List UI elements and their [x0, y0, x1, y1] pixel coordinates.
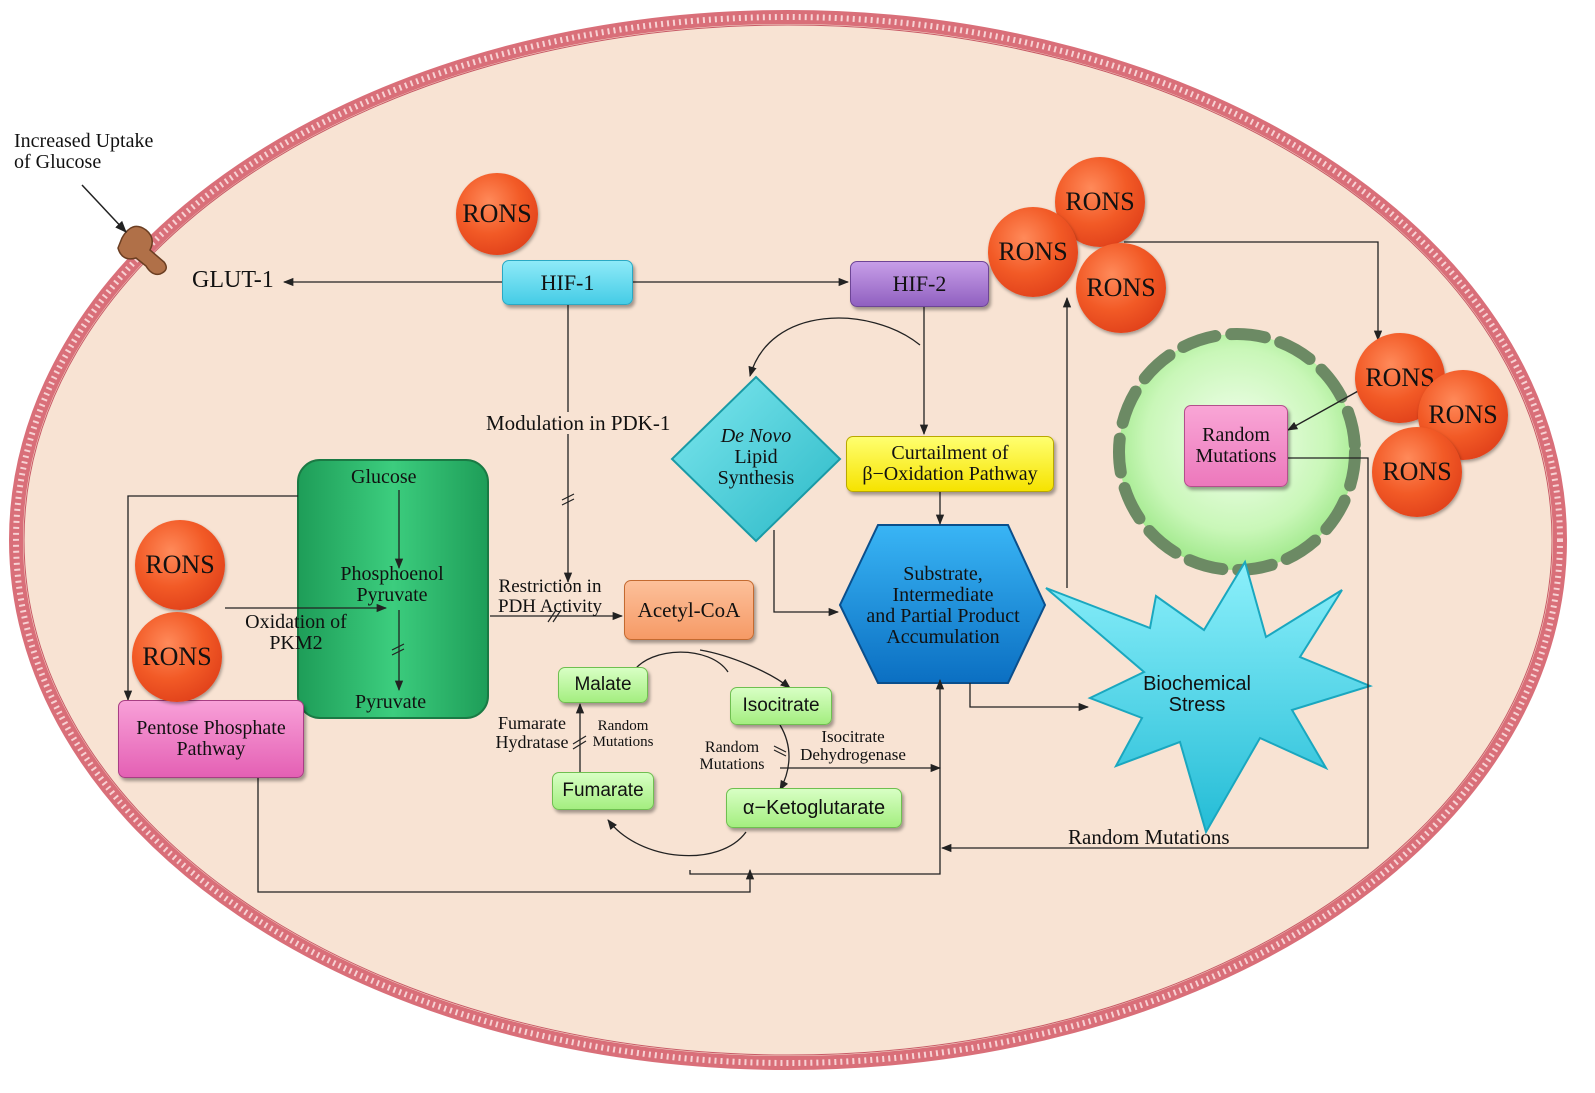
random-mutations-bottom-label: Random Mutations — [1068, 825, 1230, 849]
phosphoenol-label: Phosphoenol Pyruvate — [340, 563, 444, 606]
rons-glycolysis-bottom: RONS — [132, 612, 222, 702]
biochemical-stress-label: Biochemical Stress — [1143, 673, 1251, 716]
de-novo-italic: De Novo — [720, 425, 792, 447]
modulation-pdk1-label: Modulation in PDK-1 — [484, 411, 673, 435]
rons-nucleus-bottom: RONS — [1372, 427, 1462, 517]
random-mutations-nucleus-box: Random Mutations — [1184, 405, 1288, 487]
fumarate-hydratase-label: Fumarate Hydratase — [495, 713, 569, 752]
de-novo-diamond — [670, 375, 842, 543]
connectors — [123, 241, 1383, 893]
glycolysis-box — [297, 459, 489, 719]
pentose-box: Pentose Phosphate Pathway — [118, 700, 304, 778]
isocitrate-box: Isocitrate — [730, 687, 832, 725]
acetyl-coa-box: Acetyl-CoA — [624, 580, 754, 640]
pyruvate-label: Pyruvate — [355, 691, 427, 713]
hif1-box: HIF-1 — [502, 260, 633, 305]
glucose-label: Glucose — [351, 466, 417, 488]
oxidation-pkm2-label: Oxidation of PKM2 — [245, 611, 347, 654]
glucose-transporter-icon — [117, 225, 167, 276]
isocitrate-dehydrogenase-label: Isocitrate Dehydrogenase — [800, 727, 906, 764]
ketoglutarate-box: α−Ketoglutarate — [726, 788, 902, 828]
hif2-box: HIF-2 — [850, 261, 989, 307]
substrate-hexagon — [838, 524, 1047, 684]
cell-membrane-pattern — [13, 14, 1563, 1066]
rons-hif1: RONS — [456, 173, 538, 255]
curtailment-box: Curtailment of β−Oxidation Pathway — [846, 436, 1054, 492]
de-novo-label: De Novo Lipid Synthesis — [700, 426, 812, 489]
random-mutations-idh-label: Random Mutations — [699, 739, 765, 773]
uptake-arrow — [81, 184, 127, 233]
fumarate-box: Fumarate — [552, 772, 654, 810]
rons-cluster-left: RONS — [988, 207, 1078, 297]
inhibition-marks — [391, 493, 787, 757]
random-mutations-fh-label: Random Mutations — [592, 718, 654, 750]
substrate-label: Substrate, Intermediate and Partial Prod… — [866, 563, 1020, 648]
cell-membrane-inner — [23, 24, 1553, 1056]
uptake-label: Increased Uptake of Glucose — [14, 130, 154, 173]
rons-glycolysis-top: RONS — [135, 520, 225, 610]
malate-box: Malate — [558, 667, 648, 703]
rons-nucleus-middle: RONS — [1418, 370, 1508, 460]
glut1-label: GLUT-1 — [192, 267, 274, 293]
de-novo-rest: Lipid Synthesis — [717, 446, 795, 489]
biochemical-stress-star — [1045, 559, 1373, 835]
cell-membrane — [9, 10, 1567, 1070]
restriction-pdh-label: Restriction in PDH Activity — [498, 576, 602, 617]
rons-cluster-right: RONS — [1076, 243, 1166, 333]
